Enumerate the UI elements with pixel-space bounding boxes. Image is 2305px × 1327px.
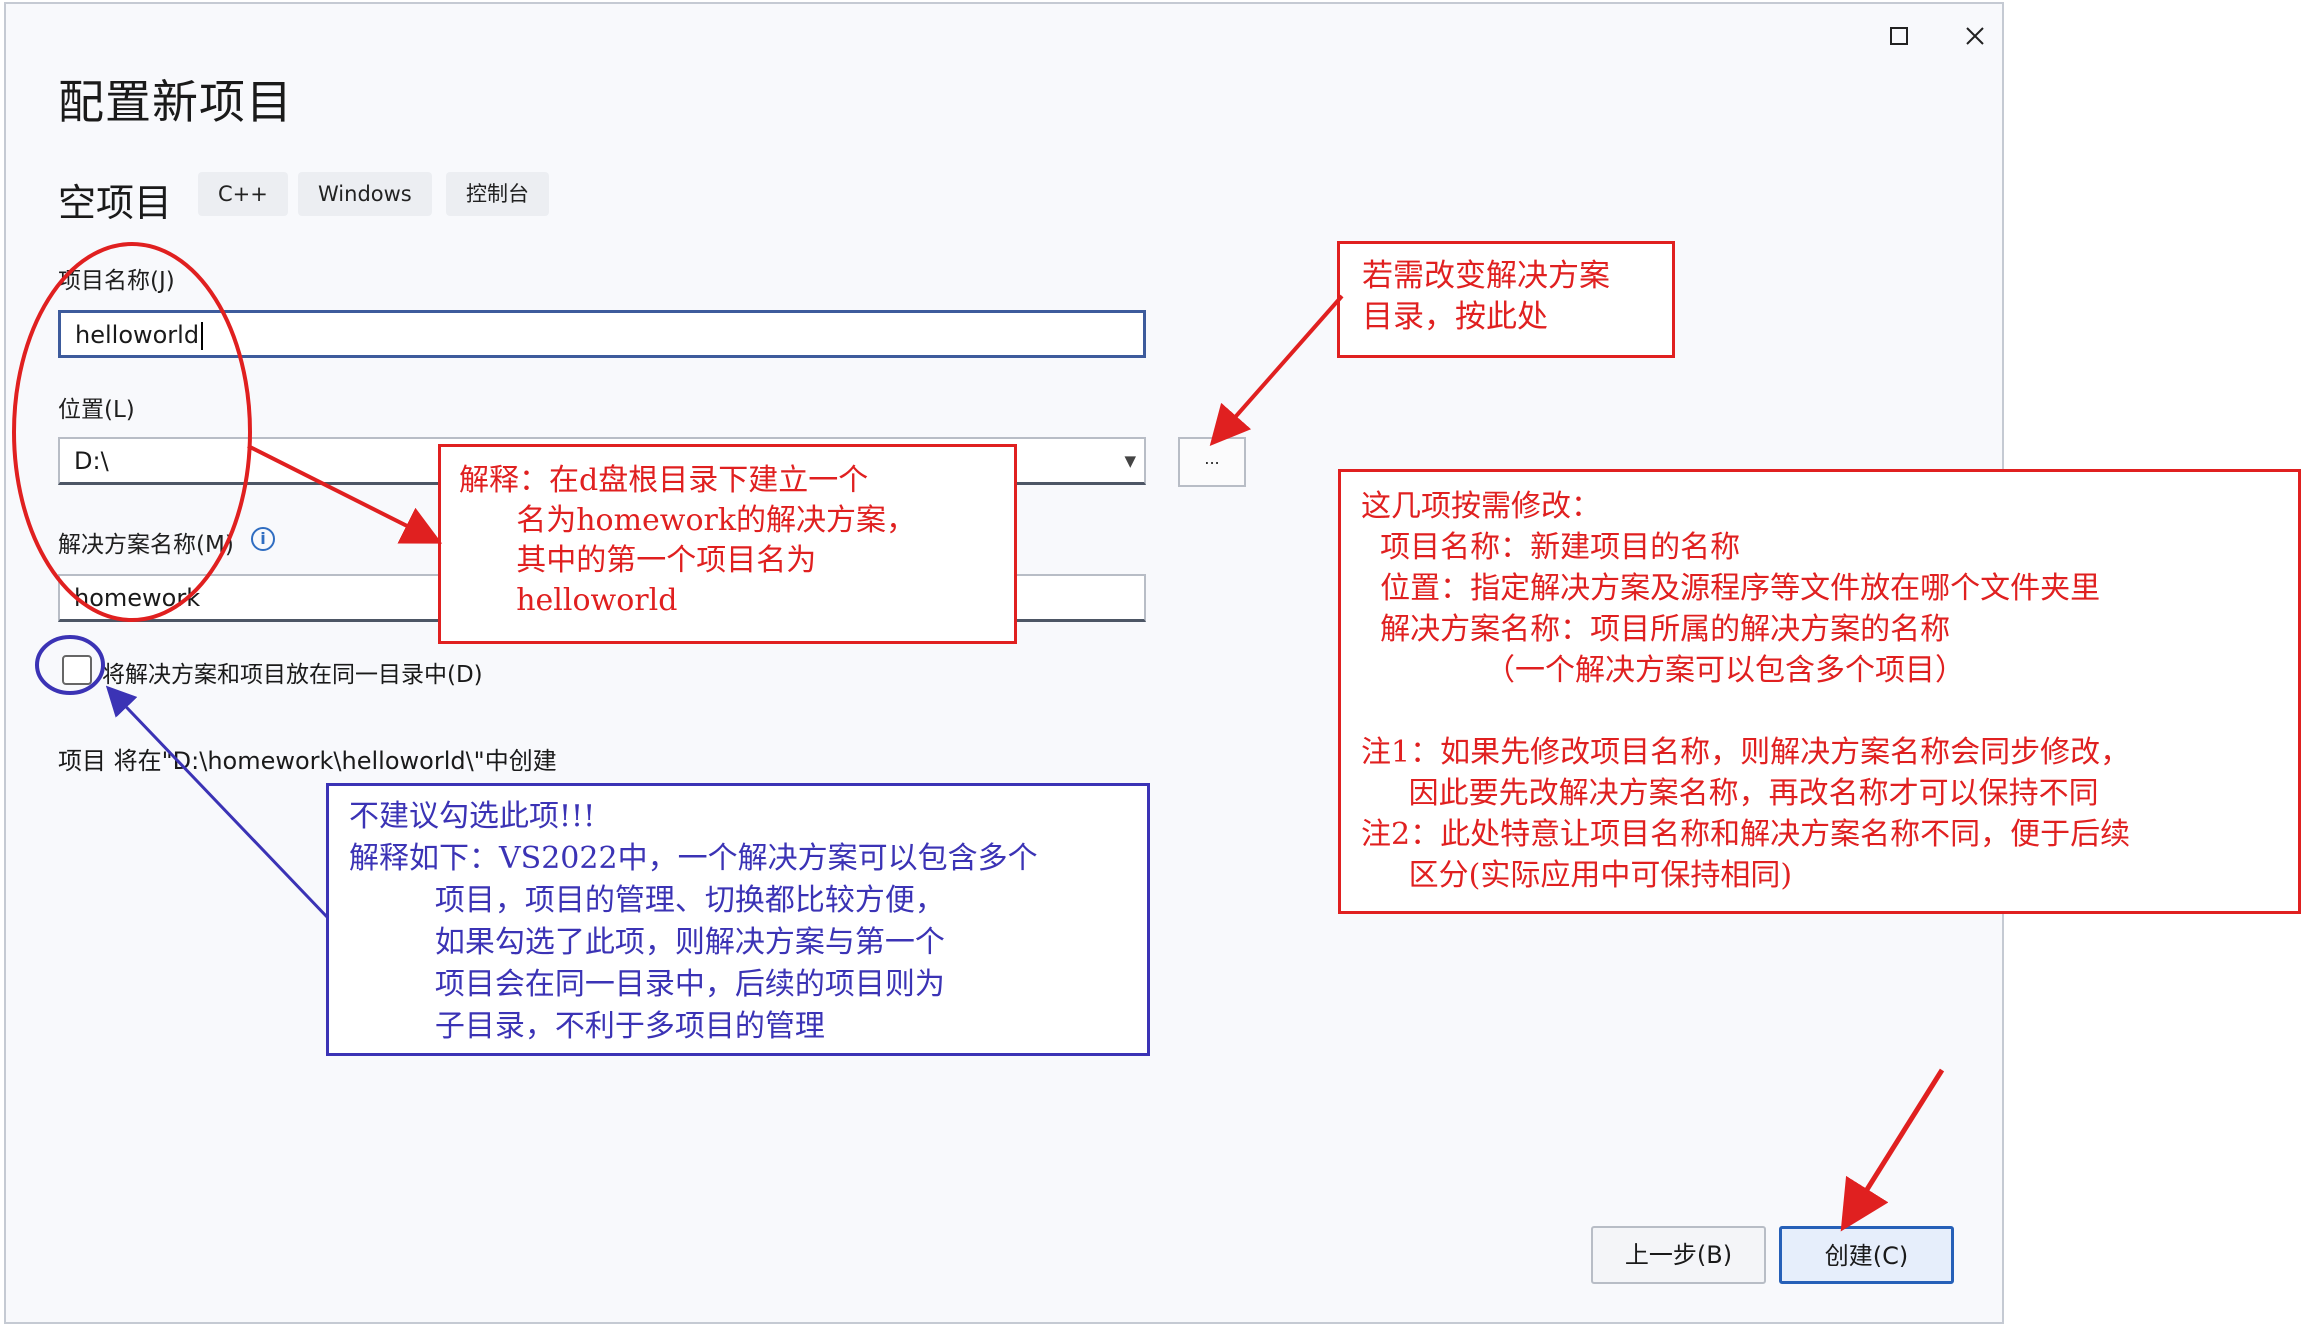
solution-name-value: homework: [74, 584, 201, 612]
solution-name-label: 解决方案名称(M): [58, 532, 234, 558]
fields-annotation: 这几项按需修改： 项目名称：新建项目的名称 位置：指定解决方案及源程序等文件放在…: [1338, 469, 2301, 914]
location-label: 位置(L): [58, 397, 135, 423]
create-button[interactable]: 创建(C): [1779, 1226, 1954, 1284]
tag-project-type: 控制台: [446, 172, 549, 216]
browse-button[interactable]: ...: [1178, 437, 1246, 487]
checkbox-annotation: 不建议勾选此项!!! 解释如下：VS2022中，一个解决方案可以包含多个 项目，…: [326, 783, 1150, 1056]
close-icon[interactable]: [1946, 16, 2004, 56]
project-name-label: 项目名称(J): [58, 268, 175, 294]
maximize-icon[interactable]: [1870, 16, 1928, 56]
dialog-title: 配置新项目: [58, 75, 293, 129]
text-caret: [201, 322, 204, 350]
location-annotation: 解释：在d盘根目录下建立一个 名为homework的解决方案， 其中的第一个项目…: [438, 444, 1017, 644]
template-name: 空项目: [58, 181, 173, 225]
project-name-input[interactable]: helloworld: [58, 310, 1146, 358]
tag-language: C++: [198, 172, 288, 216]
same-directory-checkbox[interactable]: [62, 655, 92, 685]
browse-annotation: 若需改变解决方案 目录，按此处: [1337, 241, 1675, 358]
project-name-value: helloworld: [75, 321, 200, 349]
location-value: D:\: [74, 447, 109, 475]
same-directory-label: 将解决方案和项目放在同一目录中(D): [102, 662, 483, 688]
result-path-text: 项目 将在"D:\homework\helloworld\"中创建: [58, 747, 557, 775]
tag-platform: Windows: [298, 172, 432, 216]
info-icon[interactable]: i: [251, 527, 275, 551]
back-button[interactable]: 上一步(B): [1591, 1226, 1766, 1284]
chevron-down-icon[interactable]: ▼: [1124, 452, 1136, 470]
